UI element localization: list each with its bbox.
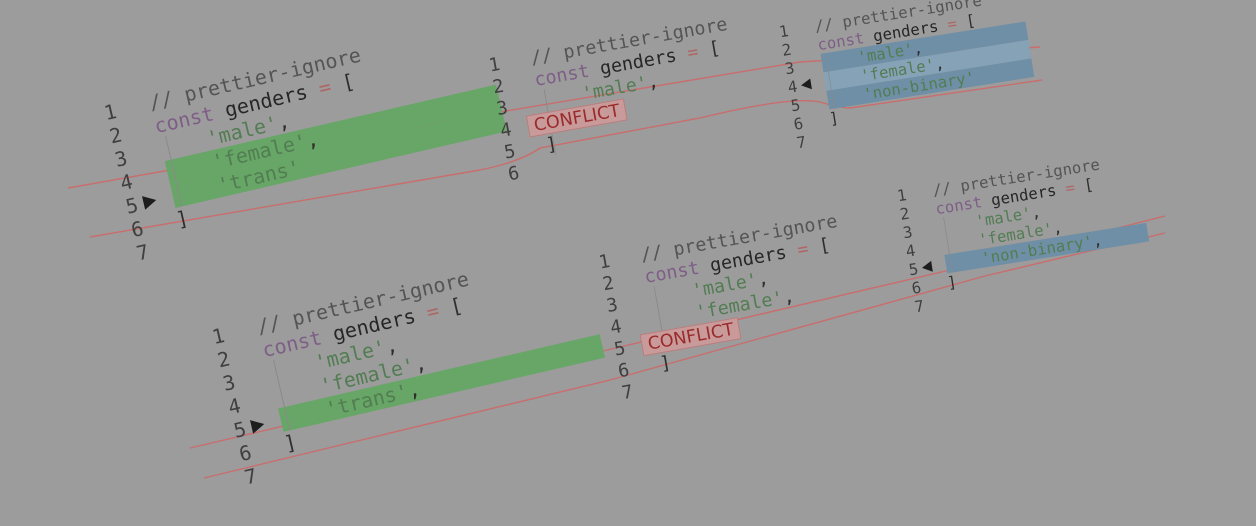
code-line[interactable]: 4 'female', [779,54,945,97]
code-token: [ [806,233,832,259]
line-number: 7 [913,296,926,317]
code-token: [ [696,36,722,62]
line-number: 7 [795,132,808,153]
triangle-left-icon[interactable] [920,257,934,277]
line-number: 6 [506,161,521,185]
code-line[interactable]: 5 'trans' [114,155,302,221]
code-token: [ [955,10,977,33]
triangle-right-icon[interactable] [139,189,158,216]
code-line[interactable]: 5 'non-binary', [900,230,1103,280]
line-number: 7 [620,379,635,404]
code-line[interactable]: 5 'trans', [222,376,422,445]
triangle-right-icon[interactable] [247,413,266,440]
connector-line [203,232,1166,479]
triangle-left-icon[interactable] [799,75,813,95]
code-token: [ [1073,174,1095,197]
